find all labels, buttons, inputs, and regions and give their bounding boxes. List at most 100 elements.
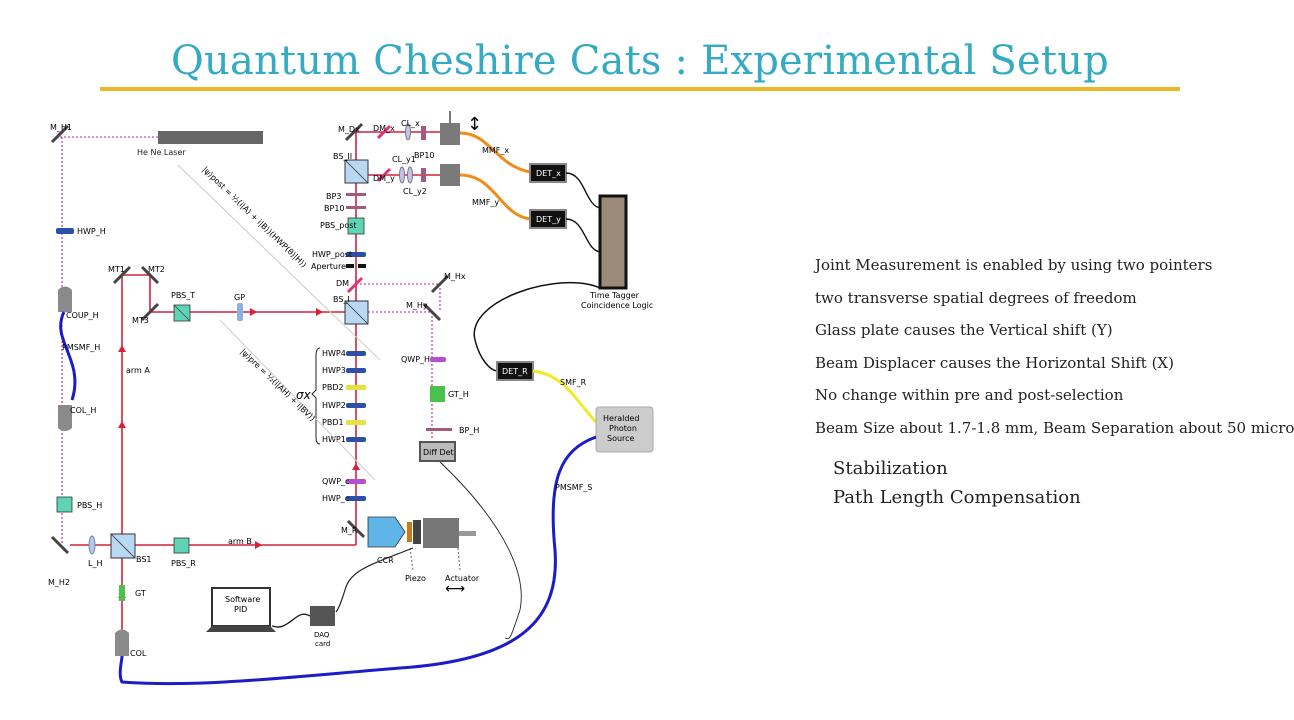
bs-ii-label: BS_II xyxy=(333,152,352,161)
hwp-h xyxy=(56,228,74,234)
hwp2-label: HWP2 xyxy=(322,401,346,410)
l-h-label: L_H xyxy=(88,559,102,568)
bullet-item: No change within pre and post-selection xyxy=(815,386,1124,405)
fiber-pmsmf-h xyxy=(59,311,77,401)
actuator-label: Actuator xyxy=(445,574,480,583)
daq-label-1: DAQ xyxy=(314,631,330,639)
pbs-r xyxy=(173,537,190,554)
psi-pre-guide xyxy=(219,319,376,481)
m-hx-label: M_Hx xyxy=(444,272,466,281)
bandpass-top-x xyxy=(421,126,426,140)
computer-base xyxy=(206,626,276,632)
fiber-smf-r xyxy=(532,369,598,424)
bs-i-diagonal xyxy=(344,300,369,325)
gt-label: GT xyxy=(135,589,146,598)
det-x-label: DET_x xyxy=(536,169,561,178)
bp10-top-label: BP10 xyxy=(414,151,435,160)
sigma-brace xyxy=(311,347,321,445)
sub-item: Stabilization xyxy=(833,458,948,479)
gt-h-label: GT_H xyxy=(448,390,469,399)
col-label: COL xyxy=(130,649,147,658)
bullet-item: Beam Displacer causes the Horizontal Shi… xyxy=(815,353,1174,372)
pbd1 xyxy=(346,420,366,425)
mirror-m-hx xyxy=(430,274,450,294)
mirror-mt1 xyxy=(112,265,132,285)
piezo-element xyxy=(407,522,412,542)
hwp4 xyxy=(346,351,366,356)
arm-b-label: arm B xyxy=(228,537,252,546)
piezo-mount xyxy=(413,520,421,544)
bullet-list: Joint Measurement is enabled by using tw… xyxy=(815,256,1294,452)
hwp1-label: HWP1 xyxy=(322,435,346,444)
computer-screen xyxy=(211,587,271,627)
hwp1 xyxy=(346,437,366,442)
hwp-post xyxy=(346,252,366,257)
m-h1-label: M_H1 xyxy=(50,123,72,132)
det-r-label: DET_R xyxy=(502,367,528,376)
fiber-mmf-x xyxy=(459,131,531,174)
m-dx-label: M_Dx xyxy=(338,125,360,134)
hwp-post-label: HWP_post xyxy=(312,250,352,259)
cable-piezo-daq xyxy=(335,547,414,613)
bandpass-bp-h xyxy=(426,428,452,431)
actuator-shaft xyxy=(459,531,476,536)
sigma-x-label: σx xyxy=(296,388,312,402)
bandpass-bp10 xyxy=(346,206,366,209)
col-h-label: COL_H xyxy=(70,406,96,415)
pmsmf-s-label: PMSMF_S xyxy=(555,483,592,492)
hwp4-label: HWP4 xyxy=(322,349,346,358)
dm-y-label: DM_y xyxy=(373,174,395,183)
cable-det-x xyxy=(565,172,601,209)
piezo-pointer xyxy=(409,547,414,571)
pbs-t-diagonal xyxy=(173,304,191,322)
smf-r-label: SMF_R xyxy=(560,378,587,387)
heralded-label-3: Source xyxy=(607,434,635,443)
lens-cl-x xyxy=(405,123,411,141)
qwp-c-label: QWP_c xyxy=(322,477,349,486)
dm-x-label: DM_x xyxy=(373,124,395,133)
heralded-label-1: Heralded xyxy=(603,414,639,423)
cable-det-r xyxy=(473,281,601,372)
daq-card xyxy=(310,606,335,626)
hwp2 xyxy=(346,403,366,408)
cl-x-label: CL_x xyxy=(401,119,420,128)
bullet-item: Beam Size about 1.7-1.8 mm, Beam Separat… xyxy=(815,418,1294,437)
pbs-r-label: PBS_R xyxy=(171,559,196,568)
diff-det-label: Diff Det xyxy=(423,448,454,457)
bs1-label: BS1 xyxy=(136,555,152,564)
aperture-left xyxy=(346,264,354,268)
actuator-pointer xyxy=(457,547,461,571)
dm-label: DM xyxy=(336,279,349,288)
mt2-label: MT2 xyxy=(148,265,165,274)
hwp-c-label: HWP_c xyxy=(322,494,349,503)
mirror-m-hy xyxy=(422,302,442,322)
hwp3-label: HWP3 xyxy=(322,366,346,375)
slide-title: Quantum Cheshire Cats : Experimental Set… xyxy=(171,38,1109,84)
hwp-c xyxy=(346,496,366,501)
coupler-coup-h xyxy=(58,286,72,312)
coup-h-label: COUP_H xyxy=(66,311,99,320)
psi-post-label: |ψ⟩post = ½(i|A⟩ + i|B⟩)(HWP(θ)|H⟩) xyxy=(201,165,309,269)
bullet-item: Glass plate causes the Vertical shift (Y… xyxy=(815,321,1113,340)
pbd2-label: PBD2 xyxy=(322,383,344,392)
mirror-mt3 xyxy=(140,302,160,322)
mt1-label: MT1 xyxy=(108,265,125,274)
sub-item: Path Length Compensation xyxy=(833,486,1081,508)
mirror-m-h2 xyxy=(50,535,70,555)
title-underline xyxy=(100,87,1180,91)
piezo-label: Piezo xyxy=(405,574,426,583)
time-tagger-label: Time Tagger xyxy=(589,291,640,300)
arm-a-label: arm A xyxy=(126,366,150,375)
bp10-label: BP10 xyxy=(324,204,345,213)
det-y-label: DET_y xyxy=(536,215,561,224)
vertical-translation-icon: ↕ xyxy=(467,114,482,135)
cable-det-y xyxy=(565,218,601,253)
dichroic-dm xyxy=(346,276,364,294)
cable-daq-pc xyxy=(271,613,311,628)
fiber-pmsmf-s xyxy=(118,435,597,686)
mmf-x-label: MMF_x xyxy=(482,146,509,155)
bullet-item: Joint Measurement is enabled by using tw… xyxy=(815,256,1213,274)
mmf-y-label: MMF_y xyxy=(472,198,499,207)
psi-pre-label: |ψ⟩pre = ½(i|AH⟩ + i|BV⟩) xyxy=(239,347,317,423)
pbs-h xyxy=(56,496,73,513)
